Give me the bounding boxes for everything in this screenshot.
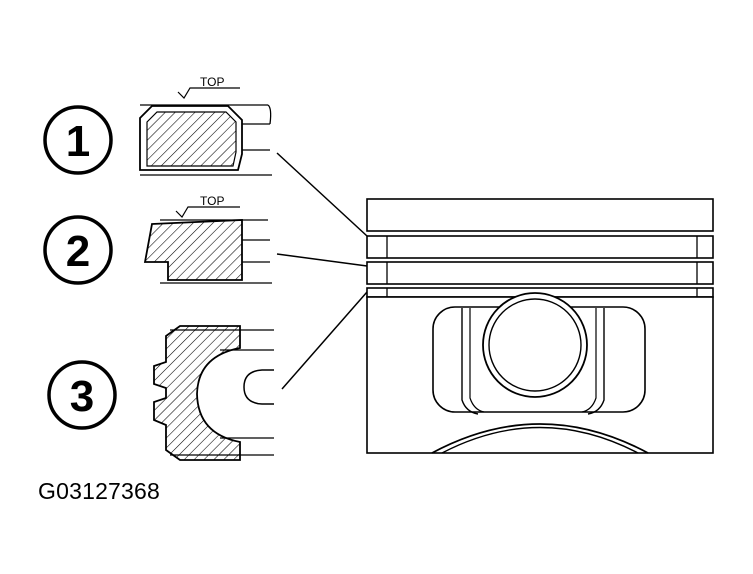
- ring-3-section: [153, 325, 274, 461]
- callout-2: 2: [43, 215, 113, 285]
- ring-1-top-label: TOP: [200, 75, 224, 89]
- callout-1: 1: [43, 105, 113, 175]
- ring-2-section: TOP: [143, 194, 272, 284]
- ring-1-section: TOP: [139, 75, 272, 176]
- callout-1-number: 1: [66, 117, 90, 166]
- leader-lines: [276, 152, 368, 390]
- callout-3: 3: [47, 360, 117, 430]
- piston: [366, 198, 714, 454]
- callout-3-number: 3: [70, 372, 94, 421]
- figure-id: G03127368: [38, 478, 161, 504]
- ring-2-top-label: TOP: [200, 194, 224, 208]
- callout-2-number: 2: [66, 227, 90, 276]
